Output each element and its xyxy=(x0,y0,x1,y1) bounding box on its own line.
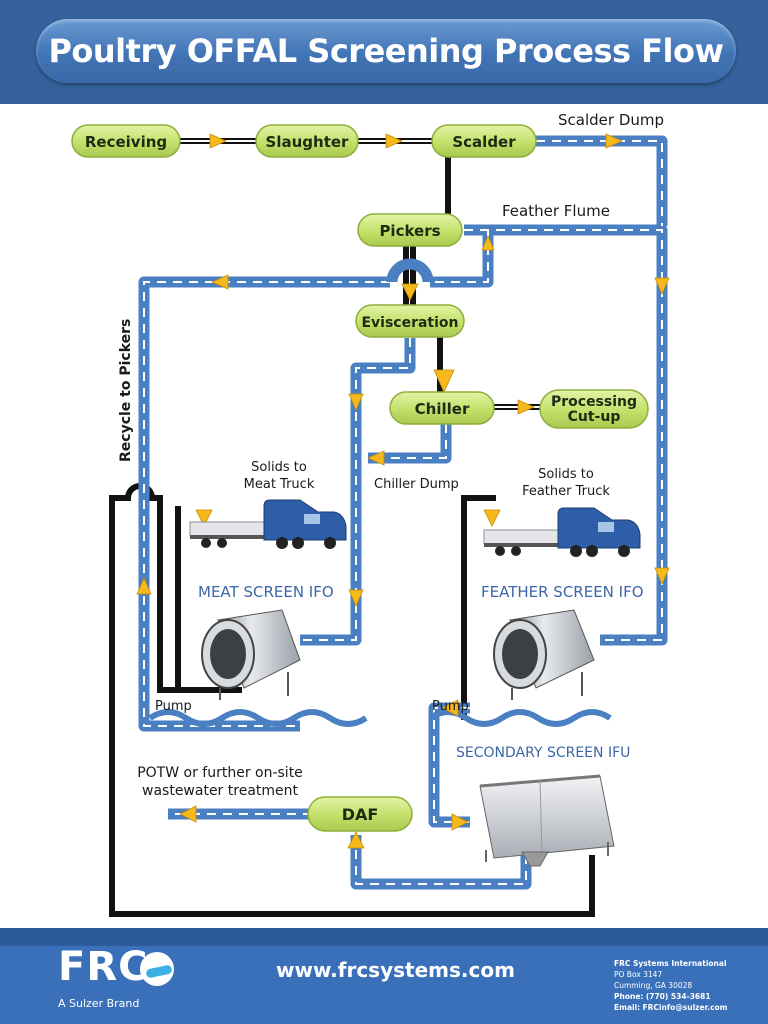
meat-screen-label: MEAT SCREEN IFO xyxy=(198,583,334,601)
secondary-screen-label: SECONDARY SCREEN IFU xyxy=(456,745,630,761)
header-banner: Poultry OFFAL Screening Process Flow xyxy=(0,0,768,104)
logo-text: FRC xyxy=(58,944,149,990)
feather-screen-ifo-icon xyxy=(493,609,595,700)
node-slaughter[interactable]: Slaughter xyxy=(255,124,359,158)
node-pickers-label: Pickers xyxy=(379,222,440,240)
meat-truck-icon xyxy=(189,499,347,549)
solids-feather-label-1: Solids to xyxy=(538,467,594,482)
contact-block: FRC Systems International PO Box 3147 Cu… xyxy=(614,958,764,1013)
node-receiving[interactable]: Receiving xyxy=(71,124,181,158)
pipe-crossover-bump xyxy=(386,258,434,283)
pump-left-label: Pump xyxy=(155,699,192,714)
node-cut-up-label: Cut-up xyxy=(568,409,621,425)
feather-truck-icon xyxy=(483,507,641,557)
email-label: Email: xyxy=(614,1003,641,1012)
sump-waves xyxy=(148,709,612,727)
frc-logo: FRC xyxy=(58,944,188,994)
potw-label-2: wastewater treatment xyxy=(142,783,299,799)
chiller-dump-label: Chiller Dump xyxy=(374,477,459,492)
potw-label-1: POTW or further on-site xyxy=(137,765,303,781)
node-daf[interactable]: DAF xyxy=(307,796,413,832)
node-pickers[interactable]: Pickers xyxy=(357,213,463,247)
feather-flume-pipe xyxy=(464,224,668,646)
meat-screen-ifo-icon xyxy=(201,609,301,700)
node-receiving-label: Receiving xyxy=(85,133,167,151)
po-box: PO Box 3147 xyxy=(614,970,663,979)
solids-meat-label-2: Meat Truck xyxy=(244,477,315,492)
node-scalder[interactable]: Scalder xyxy=(431,124,537,158)
brand-tagline: A Sulzer Brand xyxy=(58,997,140,1010)
node-daf-label: DAF xyxy=(342,805,379,824)
solids-feather-label-2: Feather Truck xyxy=(522,484,610,499)
scalder-dump-label: Scalder Dump xyxy=(558,111,664,129)
node-chiller[interactable]: Chiller xyxy=(389,391,495,425)
node-processing-label: Processing xyxy=(551,394,637,410)
pump-right-label: Pump xyxy=(432,699,469,714)
logo-swoosh-icon xyxy=(140,952,174,986)
website-link[interactable]: www.frcsystems.com xyxy=(276,958,515,982)
phone-label: Phone: xyxy=(614,992,644,1001)
city-line: Cumming, GA 30028 xyxy=(614,981,693,990)
solids-meat-label-1: Solids to xyxy=(251,460,307,475)
secondary-screen-ifu-icon xyxy=(479,774,615,867)
screen-labels: MEAT SCREEN IFO FEATHER SCREEN IFO SECON… xyxy=(198,583,644,761)
node-processing-cut-up[interactable]: Processing Cut-up xyxy=(539,389,649,429)
title-pill: Poultry OFFAL Screening Process Flow xyxy=(36,19,736,83)
water-pipe-dashes xyxy=(143,140,663,885)
recycle-to-pickers-label: Recycle to Pickers xyxy=(118,319,134,462)
page-title: Poultry OFFAL Screening Process Flow xyxy=(48,32,724,70)
email-address[interactable]: FRCinfo@sulzer.com xyxy=(642,1003,728,1012)
flow-labels: Scalder Dump Feather Flume Recycle to Pi… xyxy=(118,111,664,799)
flow-arrows xyxy=(136,133,670,849)
company-name: FRC Systems International xyxy=(614,959,727,968)
node-slaughter-label: Slaughter xyxy=(266,133,350,151)
pump-right-pipe xyxy=(428,702,470,828)
footer-stripe xyxy=(0,928,768,946)
phone-number: (770) 534-3681 xyxy=(645,992,711,1001)
feather-solids-line xyxy=(461,495,496,720)
node-scalder-label: Scalder xyxy=(452,133,516,151)
node-evisceration-label: Evisceration xyxy=(361,315,458,331)
feather-flume-label: Feather Flume xyxy=(502,202,610,220)
node-chiller-label: Chiller xyxy=(415,400,470,418)
feather-screen-label: FEATHER SCREEN IFO xyxy=(481,583,644,601)
node-evisceration[interactable]: Evisceration xyxy=(355,304,465,338)
